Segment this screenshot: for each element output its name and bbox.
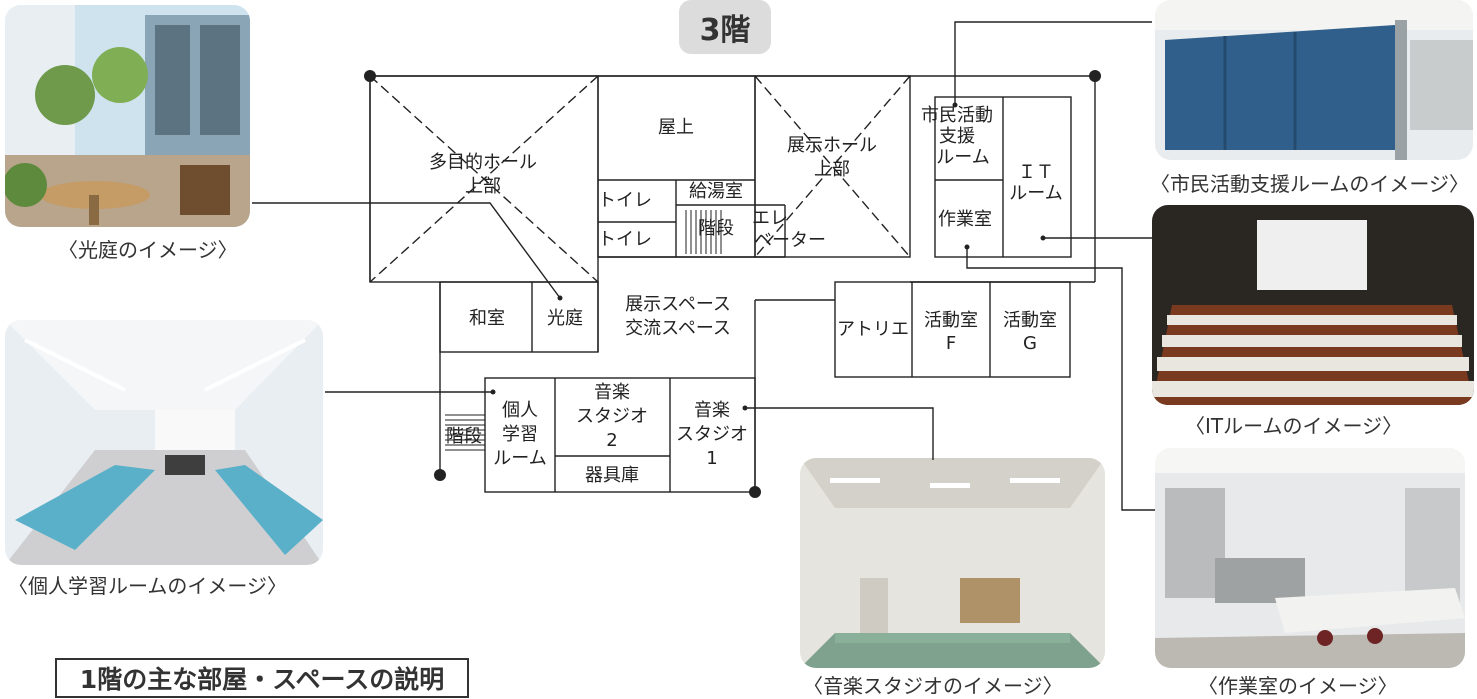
- study-room-photo: [5, 320, 323, 565]
- room-light-court: 光庭: [547, 308, 583, 329]
- room-music-studio2-l1: 音楽: [594, 382, 630, 403]
- civic-support-photo: [1155, 0, 1473, 160]
- room-exchange-space: 交流スペース: [625, 318, 731, 339]
- light-court-caption: 〈光庭のイメージ〉: [58, 238, 238, 262]
- music-studio-photo: [800, 458, 1105, 668]
- room-civic-support-l3: ルーム: [936, 147, 989, 168]
- room-kitchenette: 給湯室: [689, 181, 743, 202]
- room-music-studio2-l3: 2: [606, 430, 617, 451]
- workroom-photo: [1155, 448, 1465, 668]
- floor-label: 3階: [679, 0, 771, 54]
- room-it-l2: ルーム: [1009, 183, 1062, 204]
- room-music-studio1-l3: 1: [706, 448, 717, 469]
- room-toilet-2: トイレ: [598, 229, 652, 250]
- room-activity-f-l2: F: [946, 333, 956, 354]
- room-rooftop: 屋上: [658, 117, 694, 138]
- room-study-l3: ルーム: [493, 448, 546, 469]
- legend-title: 1階の主な部屋・スペースの説明: [55, 658, 469, 698]
- it-room-photo: [1152, 205, 1474, 405]
- room-storage: 器具庫: [585, 465, 639, 486]
- room-exhibition-hall-upper: 上部: [814, 159, 850, 180]
- music-studio-caption: 〈音楽スタジオのイメージ〉: [803, 674, 1063, 698]
- room-multipurpose-hall: 多目的ホール: [429, 152, 537, 173]
- room-civic-support-l1: 市民活動: [921, 105, 993, 126]
- room-japanese: 和室: [469, 308, 505, 329]
- room-activity-g-l2: G: [1023, 333, 1037, 354]
- room-toilet-1: トイレ: [598, 190, 652, 211]
- room-music-studio1-l2: スタジオ: [676, 424, 748, 445]
- it-room-caption: 〈ITルームのイメージ〉: [1185, 414, 1403, 438]
- study-room-caption: 〈個人学習ルームのイメージ〉: [8, 574, 287, 598]
- room-civic-support-l2: 支援: [939, 126, 975, 147]
- room-elevator-l1: エレ: [752, 208, 788, 229]
- room-exhibition-hall: 展示ホール: [787, 135, 877, 156]
- room-music-studio2-l2: スタジオ: [576, 406, 648, 427]
- room-stairs-center: 階段: [698, 218, 734, 239]
- room-it-l1: ＩＴ: [1018, 162, 1054, 183]
- room-activity-f-l1: 活動室: [924, 310, 978, 331]
- room-elevator-l2: ベーター: [754, 230, 826, 251]
- light-court-photo: [5, 5, 250, 227]
- room-study-l2: 学習: [502, 424, 538, 445]
- civic-support-caption: 〈市民活動支援ルームのイメージ〉: [1150, 172, 1469, 196]
- room-music-studio1-l1: 音楽: [694, 400, 730, 421]
- room-stairs-left: 階段: [446, 426, 482, 447]
- room-multipurpose-hall-upper: 上部: [465, 176, 501, 197]
- room-atelier: アトリエ: [837, 319, 909, 340]
- workroom-caption: 〈作業室のイメージ〉: [1198, 674, 1398, 698]
- room-activity-g-l1: 活動室: [1003, 310, 1057, 331]
- room-study-l1: 個人: [502, 400, 538, 421]
- room-exhibition-space: 展示スペース: [625, 294, 731, 315]
- room-workroom: 作業室: [938, 209, 992, 230]
